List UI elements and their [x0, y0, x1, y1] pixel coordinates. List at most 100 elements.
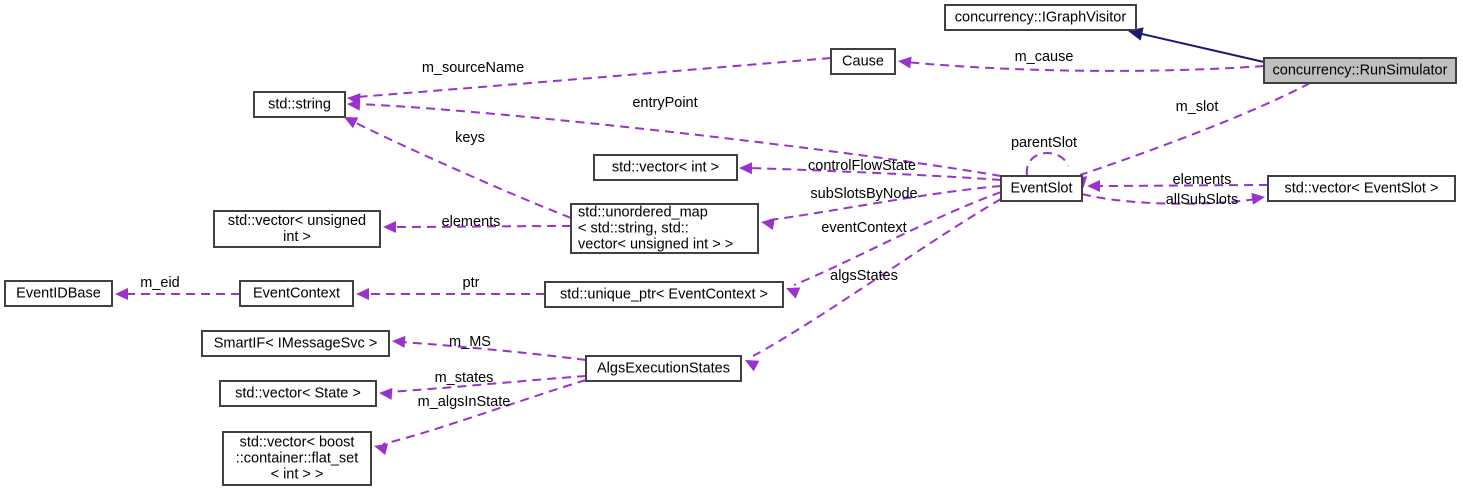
edge-e-subslots: [761, 185, 1002, 230]
arrowhead-e-meid: [115, 288, 128, 300]
arrowhead-e-elements-slot: [1087, 180, 1100, 192]
usage-line: [382, 379, 587, 445]
node-box-igraphvisitor[interactable]: [944, 4, 1137, 31]
edge-e-inherit: [1127, 27, 1265, 63]
node-box-cause[interactable]: [830, 48, 896, 75]
node-algsexecstates[interactable]: AlgsExecutionStates: [585, 355, 742, 382]
usage-line: [1095, 184, 1269, 187]
node-box-vectorflatset[interactable]: [222, 431, 372, 486]
node-label-igraphvisitor: concurrency::IGraphVisitor: [955, 9, 1127, 25]
usage-line: [387, 375, 587, 393]
edge-e-mms: [392, 335, 587, 361]
node-box-vectorint[interactable]: [593, 154, 738, 181]
node-label-unorderedmap: < std::string, std::: [578, 220, 689, 236]
node-smartif[interactable]: SmartIF< IMessageSvc >: [201, 330, 390, 357]
edge-label-e-allsubslots: allSubSlots: [1166, 192, 1239, 208]
edge-label-e-malgsinstate: m_algsInState: [418, 394, 511, 410]
usage-line: [793, 191, 1002, 286]
node-label-vectoruint: int >: [283, 229, 311, 245]
edge-label-e-entrypoint: entryPoint: [632, 95, 697, 111]
usage-line: [391, 225, 572, 228]
node-label-vectoruint: std::vector< unsigned: [228, 213, 366, 229]
node-box-vectorstate[interactable]: [219, 380, 377, 407]
node-label-smartif: SmartIF< IMessageSvc >: [214, 335, 378, 351]
edge-e-controlflow: [739, 162, 1002, 181]
usage-line: [905, 61, 1265, 72]
node-box-vectoruint[interactable]: [213, 210, 381, 248]
node-label-unorderedmap: vector< unsigned int > >: [578, 236, 733, 252]
arrowhead-e-mms: [392, 335, 406, 348]
edge-label-e-sourcename: m_sourceName: [422, 60, 524, 76]
node-box-smartif[interactable]: [201, 330, 390, 357]
edge-label-e-mms: m_MS: [449, 334, 491, 350]
edge-label-e-elements-slot: elements: [1173, 172, 1232, 188]
node-cause[interactable]: Cause: [830, 48, 896, 75]
edge-e-entrypoint: [347, 98, 1002, 177]
usage-line: [351, 120, 572, 219]
inheritance-line: [1128, 30, 1265, 63]
edge-label-e-eventcontext: eventContext: [821, 220, 906, 236]
edge-e-elements-slot: [1087, 180, 1269, 192]
node-label-runsimulator: concurrency::RunSimulator: [1273, 62, 1448, 78]
node-box-unorderedmap[interactable]: [570, 203, 759, 254]
node-label-stdstring: std::string: [268, 96, 331, 112]
usage-line: [400, 341, 587, 361]
usage-line: [356, 57, 832, 98]
edge-e-ptr: [356, 288, 546, 300]
node-box-vectoreventslot[interactable]: [1267, 175, 1456, 202]
node-stdstring[interactable]: std::string: [253, 91, 346, 118]
node-runsimulator[interactable]: concurrency::RunSimulator: [1263, 57, 1457, 84]
edge-e-mstates: [379, 375, 587, 400]
node-vectorstate[interactable]: std::vector< State >: [219, 380, 377, 407]
node-igraphvisitor[interactable]: concurrency::IGraphVisitor: [944, 4, 1137, 31]
node-label-unorderedmap: std::unordered_map: [578, 204, 708, 220]
edge-label-e-elements-map: elements: [442, 214, 501, 230]
node-vectorflatset[interactable]: std::vector< boost::container::flat_set<…: [222, 431, 372, 486]
node-label-eventcontext: EventContext: [253, 285, 340, 301]
node-label-vectorflatset: std::vector< boost: [240, 434, 355, 450]
node-box-eventcontext[interactable]: [239, 280, 354, 307]
node-unorderedmap[interactable]: std::unordered_map< std::string, std::ve…: [570, 203, 759, 254]
node-vectoreventslot[interactable]: std::vector< EventSlot >: [1267, 175, 1456, 202]
arrowhead-e-controlflow: [739, 162, 753, 175]
arrowhead-e-allsubslots: [1251, 192, 1265, 205]
arrowhead-e-malgsinstate: [374, 443, 389, 455]
nodes-layer: concurrency::IGraphVisitorconcurrency::R…: [4, 4, 1457, 486]
edge-labels-layer: m_causem_sourceNamem_slotentryPointkeysc…: [140, 49, 1238, 410]
edges-layer: [115, 27, 1311, 455]
node-box-runsimulator[interactable]: [1263, 57, 1457, 84]
node-box-uniqueptr[interactable]: [544, 281, 784, 308]
node-eventidbase[interactable]: EventIDBase: [4, 280, 113, 307]
edge-label-e-ptr: ptr: [463, 275, 480, 291]
usage-line: [747, 167, 1002, 181]
node-uniqueptr[interactable]: std::unique_ptr< EventContext >: [544, 281, 784, 308]
usage-line: [356, 103, 1002, 177]
edge-label-e-algsstates: algsStates: [830, 268, 898, 284]
edge-label-e-keys: keys: [455, 130, 485, 146]
node-label-vectorstate: std::vector< State >: [235, 385, 361, 401]
node-box-eventslot[interactable]: [1000, 175, 1083, 202]
node-box-algsexecstates[interactable]: [585, 355, 742, 382]
edge-label-e-parentslot: parentSlot: [1011, 135, 1077, 151]
edge-label-e-meid: m_eid: [140, 275, 180, 291]
arrowhead-e-entrypoint: [347, 98, 361, 111]
node-eventcontext[interactable]: EventContext: [239, 280, 354, 307]
edge-label-e-mstates: m_states: [435, 370, 494, 386]
node-label-vectoreventslot: std::vector< EventSlot >: [1285, 180, 1439, 196]
node-box-eventidbase[interactable]: [4, 280, 113, 307]
node-label-vectorint: std::vector< int >: [612, 159, 719, 175]
node-label-vectorflatset: < int > >: [271, 466, 324, 482]
edge-label-e-slot: m_slot: [1176, 99, 1219, 115]
edge-e-eventcontext: [786, 191, 1002, 299]
node-label-vectorflatset: ::container::flat_set: [236, 450, 359, 466]
node-box-stdstring[interactable]: [253, 91, 346, 118]
usage-line: [1079, 82, 1311, 176]
arrowhead-e-subslots: [761, 218, 775, 230]
edge-label-e-controlflow: controlFlowState: [808, 158, 916, 174]
usage-line: [752, 198, 1002, 357]
node-vectorint[interactable]: std::vector< int >: [593, 154, 738, 181]
edge-e-algsstates: [745, 198, 1002, 372]
arrowhead-e-mstates: [379, 387, 393, 400]
node-eventslot[interactable]: EventSlot: [1000, 175, 1083, 202]
